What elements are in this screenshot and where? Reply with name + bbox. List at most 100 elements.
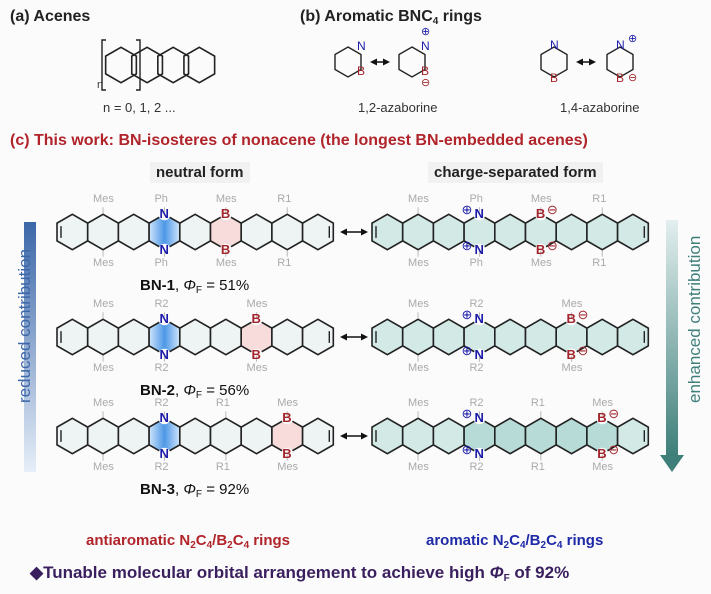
panel-b-title-text: (b) Aromatic BNC	[300, 8, 433, 25]
arrow-head-right-icon	[361, 432, 368, 440]
t: of 92%	[509, 563, 570, 582]
substituent-label: Ph	[469, 256, 483, 269]
t: C	[232, 532, 244, 549]
ring	[493, 318, 527, 356]
negative-charge-icon: ⊖	[546, 202, 558, 218]
t: rings	[562, 532, 604, 549]
ring	[209, 318, 242, 356]
t: /B	[525, 532, 541, 549]
t: C	[195, 532, 207, 549]
ring	[86, 417, 120, 455]
nitrogen-atom: N	[474, 206, 484, 222]
boron-atom: B	[566, 346, 576, 362]
t: F	[503, 573, 510, 584]
substituent-label: Mes	[215, 193, 237, 206]
substituent-label: Mes	[561, 361, 583, 374]
substituent-label: R2	[154, 460, 169, 473]
t: 4	[243, 540, 250, 551]
atom-bg	[473, 208, 486, 221]
t: 4	[206, 540, 213, 551]
nitrogen-atom: N	[550, 38, 559, 52]
substituent-label: Mes	[93, 193, 114, 206]
substituent-label: Mes	[592, 460, 614, 473]
boron-atom: B	[616, 71, 625, 85]
substituent-label: R2	[469, 298, 484, 311]
panel-a-title: (a) Acenes	[10, 8, 91, 25]
substituent-label: R1	[530, 460, 545, 473]
ring	[179, 318, 212, 356]
atom-bg	[219, 243, 232, 256]
substituent-label: Mes	[93, 298, 114, 311]
azaborine-ring	[606, 46, 634, 78]
atom-bg	[250, 313, 263, 326]
arrow-head-left-icon	[576, 58, 583, 66]
ring	[616, 417, 650, 455]
t: 2	[190, 540, 196, 551]
nitrogen-atom: N	[159, 346, 169, 362]
arrow-head-right-icon	[383, 58, 390, 66]
ring	[432, 213, 465, 251]
arrow-head-right-icon	[361, 333, 368, 341]
boron-atom: B	[535, 241, 546, 257]
substituent-label: Mes	[561, 298, 583, 311]
panel-b-title: (b) Aromatic BNC4 rings	[300, 8, 482, 27]
ring	[401, 318, 435, 356]
t: 2	[540, 540, 547, 551]
panel-b-title-sub: 4	[432, 16, 439, 27]
phi-symbol: Φ	[183, 277, 196, 294]
positive-charge-icon: ⊕	[461, 202, 473, 218]
substituent-label: R1	[530, 397, 545, 410]
atom-bg	[473, 447, 486, 460]
boron-atom: B	[282, 410, 292, 426]
substituent-label: R1	[277, 193, 292, 206]
substituent-label: Mes	[530, 256, 552, 269]
t: C	[546, 532, 557, 549]
ring	[117, 213, 150, 251]
positive-charge-icon: ⊕	[461, 441, 473, 457]
atom-bg	[596, 447, 609, 460]
boron-atom: B	[597, 445, 607, 461]
boron-atom: B	[220, 241, 231, 257]
ring	[493, 417, 527, 455]
substituent-label: R1	[592, 256, 607, 269]
ring	[86, 213, 120, 251]
azaborine-ring	[334, 46, 362, 78]
atom-bg	[158, 412, 171, 425]
positive-charge-icon: ⊕	[421, 26, 431, 38]
ring	[555, 417, 588, 455]
boron-atom: B	[282, 445, 292, 461]
boron-atom: B	[566, 311, 576, 327]
t: antiaromatic N	[86, 532, 191, 549]
azaborine-ring	[540, 46, 568, 78]
ring	[179, 213, 212, 251]
substituent-label: R2	[469, 361, 484, 374]
substituent-label: Mes	[93, 397, 114, 410]
ring	[616, 213, 650, 251]
substituent-label: R2	[154, 397, 169, 410]
t: aromatic N	[426, 532, 504, 549]
substituent-label: R2	[154, 298, 169, 311]
substituent-label: R1	[592, 193, 607, 206]
atom-bg	[158, 208, 171, 221]
atom-bg	[250, 348, 263, 361]
negative-charge-icon: ⊖	[421, 77, 431, 89]
boron-atom: B	[535, 206, 546, 222]
atom-bg	[473, 412, 486, 425]
phi-sub: F	[195, 390, 203, 401]
atom-bg	[219, 208, 232, 221]
compound-name: BN-3	[140, 481, 176, 498]
boron-atom: B	[251, 311, 261, 327]
t: /B	[212, 532, 228, 549]
ring	[301, 318, 335, 356]
substituent-label: Mes	[246, 361, 268, 374]
ring	[586, 213, 619, 251]
quantum-yield: = 51%	[206, 277, 250, 294]
repeat-bracket	[101, 39, 141, 91]
substituent-label: Mes	[408, 256, 429, 269]
neutral-form-label: neutral form	[150, 162, 250, 183]
t: rings	[249, 532, 290, 549]
substituent-label: Ph	[154, 256, 168, 269]
compound-label: BN-1, ΦF = 51%	[140, 277, 250, 296]
ring	[117, 318, 150, 356]
ring	[524, 417, 558, 455]
